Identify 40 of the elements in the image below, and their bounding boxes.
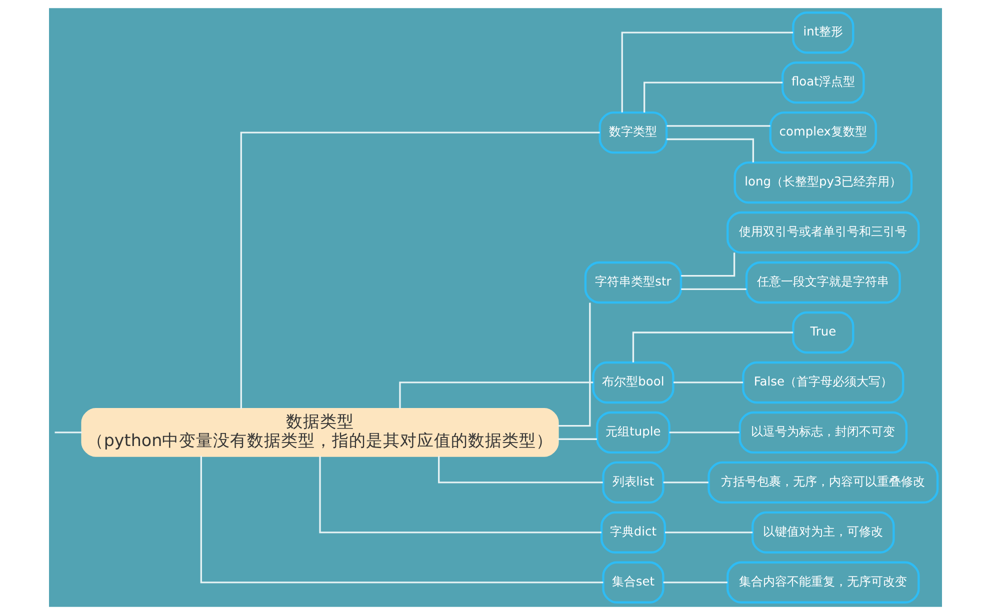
node-box: 以逗号为标志，封闭不可变 [738,411,908,454]
connector [662,482,708,484]
node-box: 集合set [602,561,664,604]
connector [240,132,600,409]
connector [666,125,770,127]
node-box: True [792,311,854,354]
connector [318,456,601,534]
connector [680,288,746,290]
connector [54,432,82,434]
node-box: False（首字母必须大写） [742,361,904,404]
node-box: long（长整型py3已经弃用） [733,161,912,204]
node-box: complex复数型 [768,111,877,154]
connector [620,32,793,112]
node-box: float浮点型 [781,61,864,104]
connector [398,382,593,409]
node-box: 元组tuple [596,411,670,454]
node-box: 字典dict [600,511,666,554]
connector [664,532,752,534]
connector [643,82,782,113]
node-box: 使用双引号或者单引号和三引号 [726,211,920,254]
connector [666,138,754,162]
connector [668,432,739,434]
connector [632,332,793,362]
node-box: 数字类型 [598,111,668,154]
node-box: 以键值对为主，可修改 [751,511,894,554]
node-box: 任意一段文字就是字符串 [744,261,900,304]
node-box: int整形 [792,12,854,54]
node-box: 集合内容不能重复，无序可改变 [726,561,920,604]
node-box: 数据类型 （python中变量没有数据类型，指的是其对应值的数据类型） [80,408,558,457]
node-box: 字符串类型str [584,261,682,304]
node-box: 方括号包裹，无序，内容可以重叠修改 [707,461,938,504]
connector [662,582,727,584]
connector [200,456,603,584]
node-box: 列表list [602,461,664,504]
connector [557,438,596,440]
connector [680,252,735,277]
node-box: 布尔型bool [592,361,674,404]
connector [557,302,590,427]
connector [673,382,743,384]
connector [438,456,602,484]
